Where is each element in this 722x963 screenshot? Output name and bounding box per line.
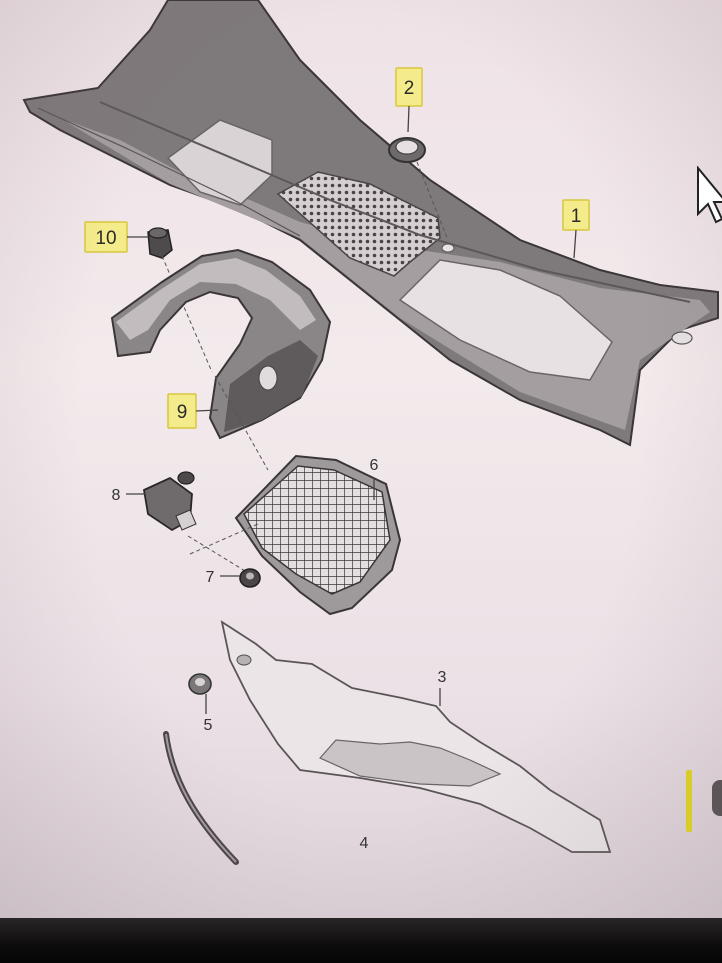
label-part-10: 10 — [95, 228, 116, 249]
label-part-2: 2 — [404, 78, 415, 99]
part-2-grommet — [388, 137, 449, 241]
label-part-5: 5 — [204, 717, 213, 734]
label-part-6: 6 — [370, 457, 379, 474]
label-part-9: 9 — [177, 402, 188, 423]
part-10-clip — [147, 227, 213, 373]
scroll-handle[interactable] — [712, 780, 722, 816]
part-8-sensor — [142, 471, 197, 532]
monitor-bezel — [0, 918, 722, 963]
part-3-side-trim — [220, 620, 612, 853]
callout-6: 6 — [370, 457, 379, 500]
parts-exploded-diagram: 1 2 10 9 6 8 7 5 3 — [22, 0, 719, 865]
mouse-cursor-icon — [697, 166, 722, 224]
part-5-grommet — [188, 673, 212, 695]
part-4-seal-strip — [163, 731, 239, 865]
callout-5: 5 — [204, 694, 213, 734]
part-7-nut — [239, 568, 261, 588]
callout-10: 10 — [84, 221, 148, 253]
callout-1: 1 — [562, 199, 590, 259]
callout-8: 8 — [112, 487, 146, 504]
part-1-cowl-panel — [22, 0, 719, 447]
label-part-3: 3 — [438, 669, 447, 686]
part-9-duct-housing — [110, 248, 332, 440]
label-part-8: 8 — [112, 487, 121, 504]
label-part-1: 1 — [571, 206, 582, 227]
callout-9: 9 — [167, 393, 219, 429]
callout-7: 7 — [206, 569, 240, 586]
callout-3: 3 — [438, 669, 447, 706]
part-6-filter-grille — [187, 375, 402, 616]
callout-4: 4 — [360, 835, 369, 852]
label-part-7: 7 — [206, 569, 215, 586]
highlight-marker — [686, 770, 692, 832]
callout-2: 2 — [395, 67, 423, 133]
label-part-4: 4 — [360, 835, 369, 852]
